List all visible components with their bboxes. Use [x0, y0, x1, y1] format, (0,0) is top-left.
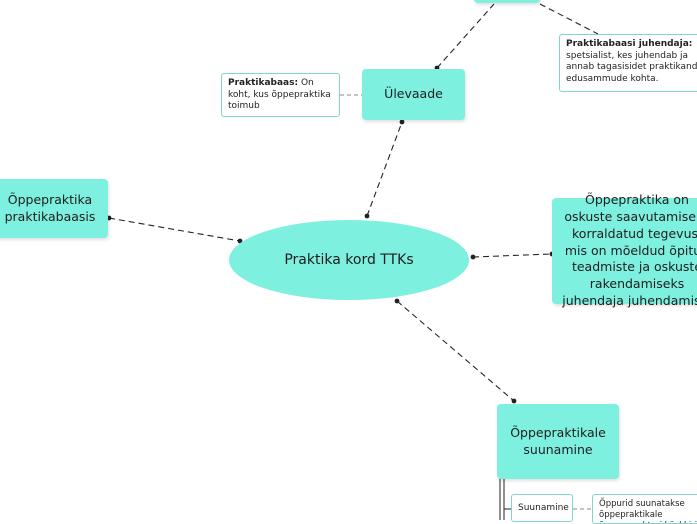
node-ulevaade-label: Ülevaade — [384, 86, 443, 102]
node-suunamine-label: Õppepraktikale suunamine — [510, 424, 606, 457]
juhendaja-title: Praktikabaasi juhendaja: — [566, 39, 693, 49]
suunamine-subnode-label: Suunamine — [518, 503, 569, 513]
central-topic[interactable]: Praktika kord TTKs — [229, 220, 469, 300]
praktikabaasi-juhendaja-note[interactable]: Praktikabaasi juhendaja: spetsialist, ke… — [559, 34, 697, 92]
node-definition[interactable]: Õppepraktika on oskuste saavutamiseks ko… — [552, 192, 697, 308]
node-suunamine[interactable]: Õppepraktikale suunamine — [497, 404, 619, 479]
central-topic-label: Praktika kord TTKs — [284, 252, 414, 268]
juhendaja-text: spetsialist, kes juhendab ja annab tagas… — [566, 50, 697, 85]
node-definition-label: Õppepraktika on oskuste saavutamiseks ko… — [562, 191, 697, 309]
node-oppepraktika-praktikabaasis-label: Õppepraktika praktikabaasis — [4, 191, 96, 224]
node-ulevaade[interactable]: Ülevaade — [362, 69, 465, 120]
praktikabaas-title: Praktikabaas: — [228, 78, 299, 88]
node-oppepraktika-praktikabaasis[interactable]: Õppepraktika praktikabaasis — [0, 179, 108, 238]
praktikabaas-note[interactable]: Praktikabaas: On koht, kus õppepraktika … — [221, 73, 340, 117]
suunamine-detail-text: Õppurid suunatakse õppepraktikale õppepr… — [599, 499, 697, 523]
praktikabaas-text: On koht, kus õppepraktika toimub — [228, 78, 331, 112]
top-node-partial[interactable] — [474, 0, 540, 3]
suunamine-detail-note[interactable]: Õppurid suunatakse õppepraktikale õppepr… — [592, 494, 697, 524]
suunamine-subnode[interactable]: Suunamine — [511, 494, 573, 522]
